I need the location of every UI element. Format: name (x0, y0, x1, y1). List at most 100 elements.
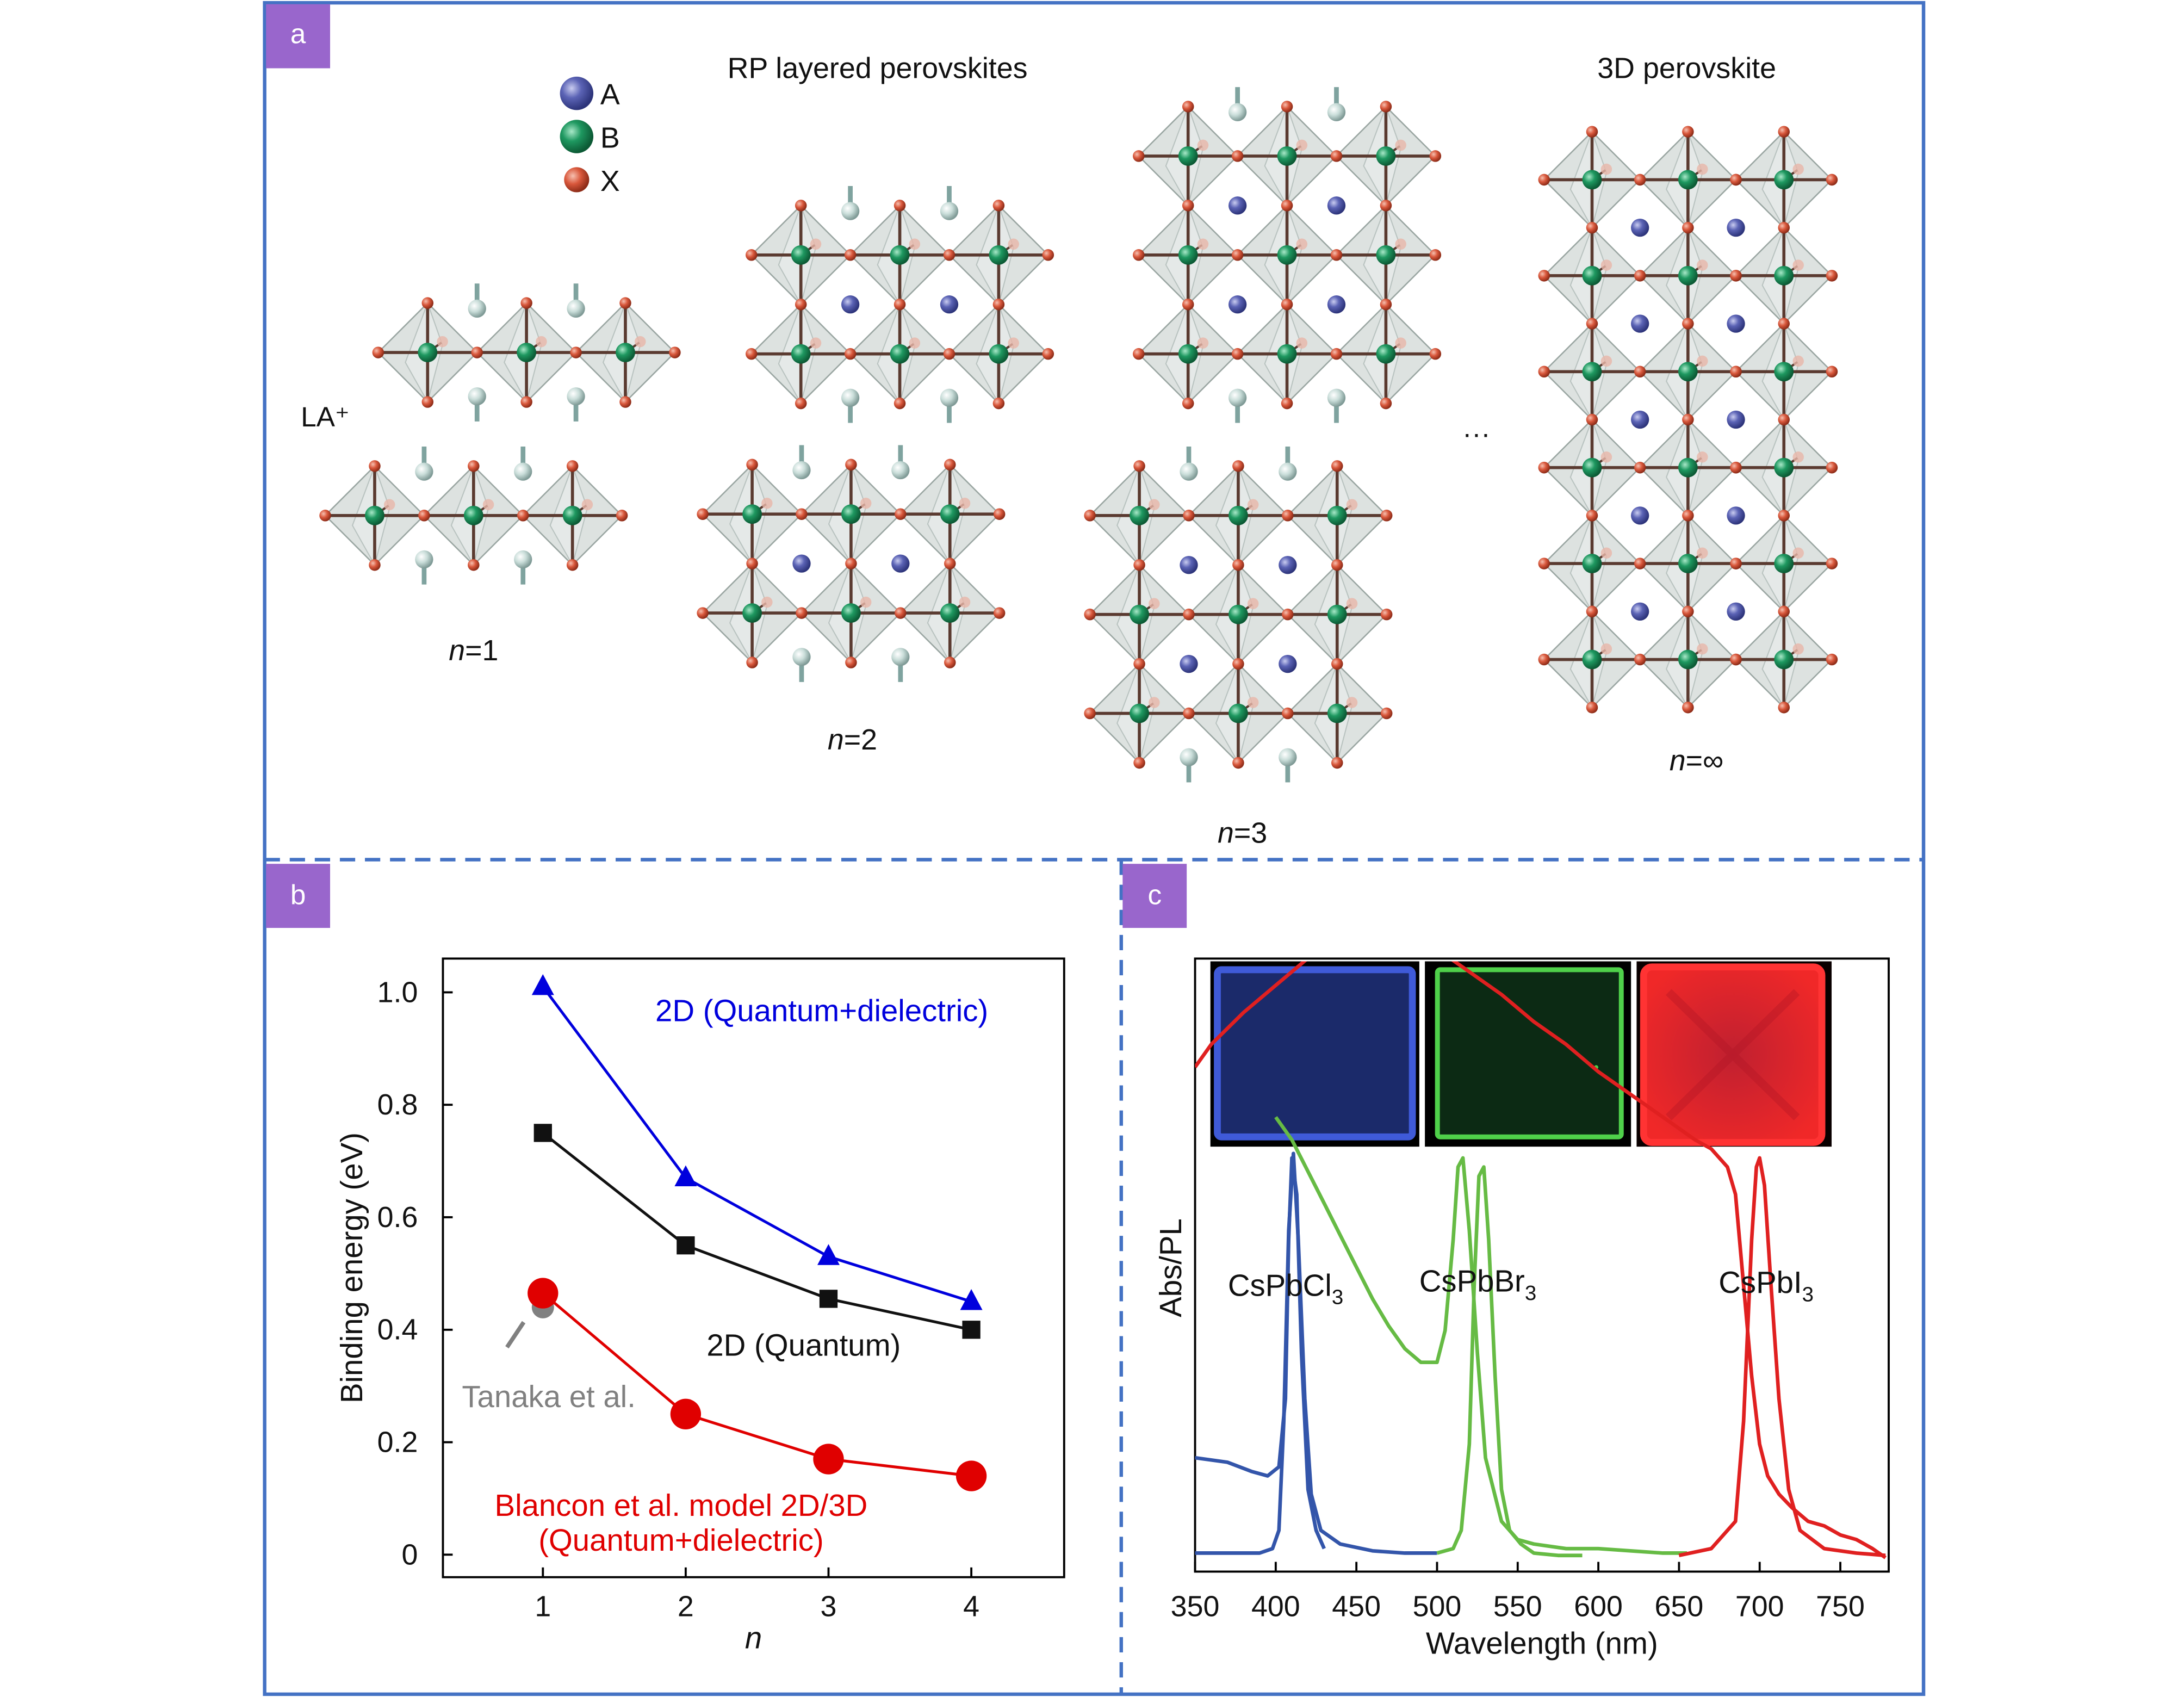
halide-atom (1682, 318, 1694, 330)
metal-atom (517, 343, 537, 363)
halide-atom (566, 559, 579, 571)
circle-marker (955, 1460, 987, 1491)
halide-atom (1380, 707, 1393, 720)
ligand-head (891, 648, 910, 666)
metal-atom (1228, 604, 1248, 624)
triangle-marker (674, 1165, 697, 1186)
halide-atom (471, 346, 483, 358)
halide-atom (1826, 461, 1838, 474)
a-site-atom (1631, 602, 1649, 621)
a-site-atom (1727, 410, 1745, 429)
halide-atom (895, 607, 907, 619)
metal-atom (940, 603, 960, 623)
halide-atom (1183, 707, 1195, 720)
halide-atom (1586, 605, 1598, 618)
halide-atom-back (1792, 259, 1804, 271)
a-site-atom (1631, 219, 1649, 237)
a-site-atom (1180, 654, 1198, 673)
metal-atom (1277, 344, 1297, 364)
halide-atom (1586, 413, 1598, 426)
ninf-label: n=∞ (1670, 745, 1724, 777)
halide-atom (1730, 270, 1742, 282)
halide-atom (1330, 249, 1343, 261)
halide-atom-back (1197, 238, 1209, 250)
halide-atom (1538, 366, 1550, 378)
metal-atom (463, 505, 483, 525)
ligand-head (1327, 388, 1346, 407)
halide-atom (1182, 101, 1194, 113)
ligand-head (841, 388, 860, 407)
a-site-atom (1631, 314, 1649, 333)
triangle-marker (960, 1289, 983, 1310)
halide-atom-back (1697, 643, 1708, 655)
triangle-marker (531, 974, 554, 995)
metal-atom (1277, 146, 1297, 166)
a-site-atom (891, 554, 910, 573)
halide-atom-back (959, 596, 971, 608)
ligand-head (468, 387, 486, 406)
halide-atom (993, 508, 1006, 520)
spectrum-line (1678, 1156, 1886, 1558)
halide-atom-back (1600, 451, 1612, 463)
metal-atom (841, 504, 861, 524)
halide-atom-back (860, 497, 872, 509)
halide-atom (369, 559, 381, 571)
metal-atom (989, 245, 1009, 265)
annot-blancon-1: Blancon et al. model 2D/3D (495, 1488, 868, 1522)
halide-atom (1182, 200, 1194, 212)
metal-atom (989, 344, 1009, 364)
halide-atom-back (1247, 499, 1259, 511)
halide-atom (746, 656, 758, 668)
halide-atom (1586, 318, 1598, 330)
halide-atom (1183, 608, 1195, 621)
halide-atom (746, 249, 758, 261)
halide-atom (1182, 397, 1194, 410)
halide-atom-back (1600, 163, 1612, 175)
series-line (542, 1292, 972, 1478)
halide-atom (1380, 510, 1393, 522)
annot-quantum: 2D (Quantum) (706, 1328, 901, 1362)
chart-c-ylabel: Abs/PL (1153, 1218, 1188, 1317)
metal-atom (742, 504, 762, 524)
halide-atom (992, 298, 1005, 311)
halide-atom-back (1296, 337, 1308, 349)
halide-atom (1084, 510, 1096, 522)
halide-atom-back (1792, 547, 1804, 559)
halide-atom (1538, 653, 1550, 666)
atom-legend: ABX (560, 76, 620, 197)
halide-atom-back (1008, 337, 1019, 349)
metal-atom (940, 504, 960, 524)
a-site-atom (1727, 506, 1745, 525)
metal-atom (1327, 703, 1347, 723)
halide-atom (1042, 348, 1054, 360)
halide-atom (844, 348, 857, 360)
halide-atom (1084, 608, 1096, 621)
halide-atom (1282, 510, 1294, 522)
square-marker (819, 1290, 838, 1308)
halide-atom (1586, 221, 1598, 234)
halide-atom-back (909, 238, 921, 250)
square-marker (533, 1124, 552, 1142)
metal-atom (1130, 703, 1150, 723)
x-tick-label: 550 (1493, 1590, 1542, 1622)
svg-text:b: b (290, 879, 306, 910)
metal-atom (1277, 245, 1297, 265)
circle-marker (670, 1398, 702, 1430)
metal-atom (1582, 457, 1602, 478)
ligand-head (567, 387, 585, 406)
halide-atom (943, 249, 955, 261)
halide-atom (1682, 126, 1694, 138)
halide-atom-back (1197, 337, 1209, 349)
y-tick-label: 1.0 (377, 976, 418, 1008)
a-site-atom (1727, 314, 1745, 333)
structure (1084, 446, 1393, 783)
ligand-head (415, 462, 433, 481)
halide-atom (944, 656, 956, 668)
metal-atom (1774, 265, 1794, 286)
x-tick-label: 650 (1655, 1590, 1704, 1622)
panel-a-label: a (266, 4, 331, 69)
halide-atom (517, 510, 529, 522)
circle-marker (813, 1444, 844, 1475)
ligand-head (792, 461, 811, 480)
